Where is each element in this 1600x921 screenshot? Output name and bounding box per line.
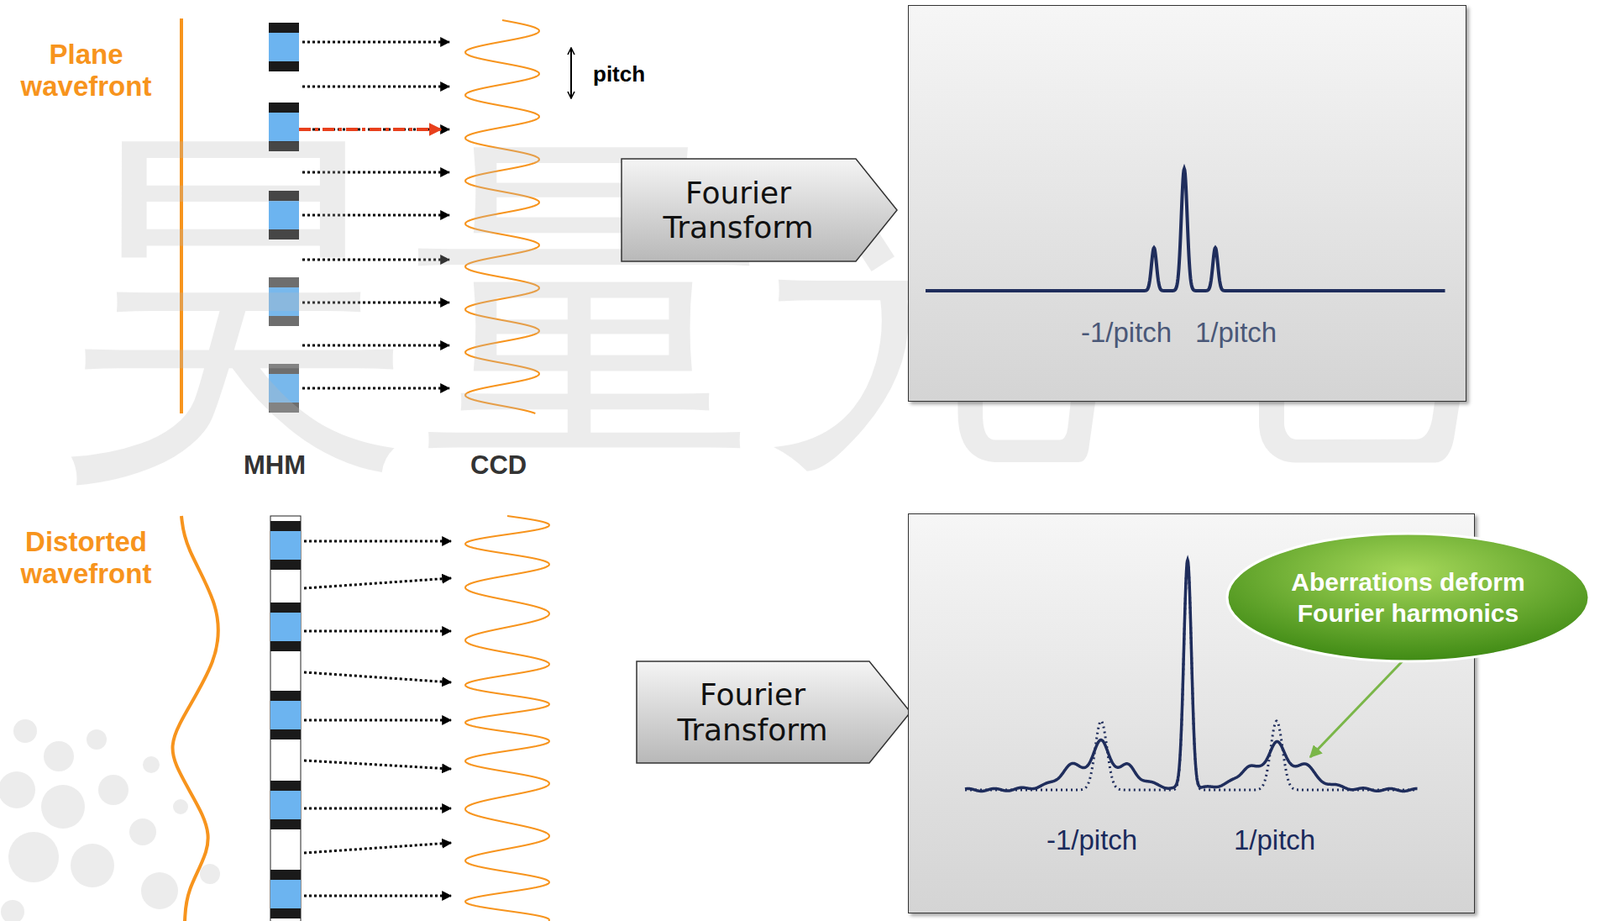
- beam-arrows-bottom: [304, 894, 452, 898]
- beam-arrows-bottom: [304, 842, 452, 853]
- arrow-outline: [636, 660, 911, 763]
- axis-label: 1/pitch: [1233, 823, 1316, 856]
- distorted-wavefront-line: [173, 515, 219, 921]
- background-dots: [0, 718, 221, 921]
- beam-arrows-top: [302, 41, 450, 44]
- ellipse-shape: [1224, 530, 1592, 664]
- mhm-bottom: [270, 515, 301, 921]
- mhm-top: [268, 22, 300, 72]
- spectrum-plot: [908, 5, 1468, 403]
- callout-ellipse: Aberrations deform Fourier harmonics: [1224, 530, 1592, 664]
- part-name: CCD: [470, 450, 527, 481]
- background-dots: [0, 771, 36, 808]
- wavefront-label: Plane wavefront: [4, 38, 168, 103]
- background-dots: [141, 871, 179, 909]
- background-dots: [13, 718, 37, 743]
- beam-arrows-bottom: [304, 671, 452, 682]
- background-dots: [43, 740, 74, 772]
- ccd-fringe-wave: [465, 515, 550, 921]
- beam-arrows-bottom: [304, 718, 452, 722]
- beam-arrows-bottom: [304, 807, 452, 810]
- beam-arrows-bottom: [304, 629, 452, 633]
- process-label: Fourier Transform: [633, 175, 844, 246]
- process-arrow-box: Fourier Transform: [620, 157, 898, 263]
- background-dots: [8, 831, 59, 882]
- mhm-bottom: [270, 602, 301, 651]
- beam-arrows-bottom: [304, 577, 452, 588]
- callout-outline: [1227, 533, 1590, 661]
- process-label: Fourier Transform: [648, 676, 857, 747]
- dimension-label: pitch: [592, 61, 646, 88]
- beam-arrows-bottom: [304, 760, 452, 769]
- mhm-bottom: [270, 780, 301, 829]
- arrow-outline: [621, 158, 898, 262]
- background-dots: [98, 774, 129, 805]
- leader-line: [1310, 648, 1415, 757]
- wavefront-label: Distorted wavefront: [4, 525, 168, 590]
- mhm-bottom: [270, 520, 301, 570]
- part-name: MHM: [243, 450, 306, 481]
- beam-arrows-bottom: [304, 540, 452, 543]
- axis-label: -1/pitch: [1046, 823, 1138, 856]
- background-dots: [199, 863, 221, 884]
- mhm-bottom: [270, 690, 301, 740]
- spectrum-panel: -1/pitch 1/pitch: [907, 5, 1467, 402]
- background-dots: [0, 899, 25, 921]
- spectrum-curve: [925, 168, 1446, 291]
- axis-label: -1/pitch: [1080, 316, 1172, 349]
- background-dots: [70, 843, 115, 887]
- pitch-arrow: [570, 47, 572, 99]
- beam-arrows-top: [302, 85, 450, 89]
- background-dots: [41, 784, 85, 829]
- callout-text: Aberrations deform Fourier harmonics: [1265, 566, 1552, 630]
- background-dots: [142, 755, 160, 773]
- axis-label: 1/pitch: [1195, 316, 1277, 349]
- process-arrow-box: Fourier Transform: [635, 660, 912, 764]
- mhm-bottom: [270, 515, 301, 921]
- background-dots: [129, 818, 157, 845]
- beam-arrows-bottom: [304, 540, 452, 896]
- background-dots: [173, 798, 189, 814]
- mhm-bottom: [270, 869, 301, 919]
- background-dots: [86, 729, 107, 750]
